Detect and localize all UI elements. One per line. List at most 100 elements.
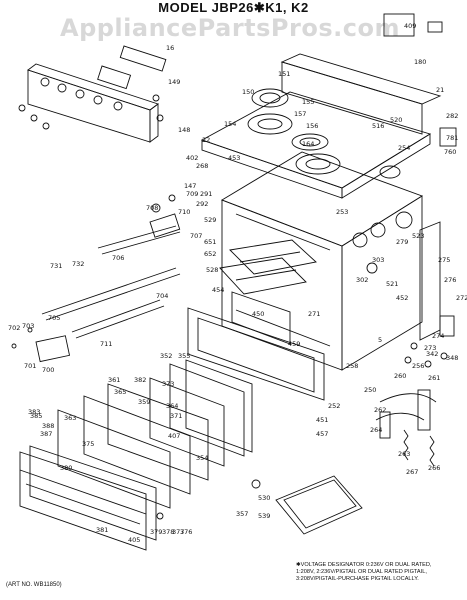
callout-label: 361 — [108, 376, 120, 384]
callout-label: 264 — [370, 426, 382, 434]
callout-label: 732 — [72, 260, 84, 268]
callout-label: 276 — [444, 276, 456, 284]
callout-label: 357 — [236, 510, 248, 518]
callout-label: 700 — [42, 366, 54, 374]
callout-label: 155 — [302, 98, 314, 106]
callout-label: 22 — [202, 136, 210, 144]
callout-label: 388 — [42, 422, 54, 430]
callout-label: 459 — [288, 340, 300, 348]
callout-label: 528 — [206, 266, 218, 274]
callout-label: 156 — [306, 122, 318, 130]
callout-label: 267 — [406, 468, 418, 476]
callout-label: 710 — [178, 208, 190, 216]
callout-label: 711 — [100, 340, 112, 348]
callout-label: 292 — [196, 200, 208, 208]
callout-label: 378 — [162, 528, 174, 536]
callout-label: 454 — [212, 286, 224, 294]
callout-label: 402 — [186, 154, 198, 162]
callout-label: 348 — [446, 354, 458, 362]
callout-label: 706 — [112, 254, 124, 262]
callout-label: 377 — [172, 528, 184, 536]
callout-label: 529 — [204, 216, 216, 224]
callout-label: 375 — [82, 440, 94, 448]
callout-label: 302 — [356, 276, 368, 284]
callout-label: 263 — [398, 450, 410, 458]
callout-label: 381 — [96, 526, 108, 534]
callout-label: 371 — [170, 412, 182, 420]
callout-label: 709 — [186, 190, 198, 198]
callout-label: 373 — [162, 380, 174, 388]
callout-label: 452 — [396, 294, 408, 302]
callout-label: 450 — [252, 310, 264, 318]
callout-label: 16 — [166, 44, 174, 52]
callout-label: 363 — [64, 414, 76, 422]
callout-label: 701 — [24, 362, 36, 370]
callout-label: 342 — [426, 350, 438, 358]
callout-label: 21 — [436, 86, 444, 94]
callout-label: 266 — [428, 464, 440, 472]
callout-label: 380 — [60, 464, 72, 472]
callout-label: 359 — [138, 398, 150, 406]
note-line: ✱VOLTAGE DESIGNATOR 0:236V OR DUAL RATED… — [296, 562, 432, 568]
drawer-assembly — [187, 307, 363, 535]
callout-label: 385 — [30, 412, 42, 420]
callout-label: 539 — [258, 512, 270, 520]
fasteners — [11, 327, 448, 520]
callout-label: 379 — [150, 528, 162, 536]
callout-label: 157 — [294, 110, 306, 118]
callout-label: 707 — [190, 232, 202, 240]
callout-labels: 4091802128278176015115015515715616415422… — [8, 22, 467, 544]
callout-label: 382 — [134, 376, 146, 384]
callout-label: 268 — [196, 162, 208, 170]
callout-label: 275 — [438, 256, 450, 264]
callout-label: 407 — [168, 432, 180, 440]
callout-label: 652 — [204, 250, 216, 258]
callout-label: 516 — [372, 122, 384, 130]
callout-label: 365 — [114, 388, 126, 396]
callout-label: 355 — [178, 352, 190, 360]
note-line: 1:208V, 2:236V/PIGTAIL OR DUAL RATED PIG… — [296, 569, 427, 575]
callout-label: 253 — [336, 208, 348, 216]
callout-label: 405 — [128, 536, 140, 544]
callout-label: 303 — [372, 256, 384, 264]
callout-label: 708 — [146, 204, 158, 212]
callout-label: 254 — [398, 144, 410, 152]
callout-label: 291 — [200, 190, 212, 198]
callout-label: 180 — [414, 58, 426, 66]
top-right-parts — [383, 13, 457, 147]
callout-label: 457 — [316, 430, 328, 438]
oven-racks — [219, 239, 317, 345]
callout-label: 261 — [428, 374, 440, 382]
watermark: AppliancePartsPros.com — [60, 14, 400, 42]
callout-label: 250 — [364, 386, 376, 394]
callout-label: 252 — [328, 402, 340, 410]
callout-label: 279 — [396, 238, 408, 246]
callout-label: 147 — [184, 182, 196, 190]
callout-label: 704 — [156, 292, 168, 300]
callout-label: 376 — [180, 528, 192, 536]
callout-label: 352 — [160, 352, 172, 360]
callout-label: 651 — [204, 238, 216, 246]
cooktop-assembly — [200, 53, 442, 199]
callout-label: 273 — [424, 344, 436, 352]
callout-label: 453 — [228, 154, 240, 162]
callout-label: 150 — [242, 88, 254, 96]
side-rails — [35, 194, 181, 363]
art-number: (ART NO. WB11850) — [6, 582, 62, 588]
callout-label: 282 — [446, 112, 458, 120]
callout-label: 274 — [432, 332, 444, 340]
diagram-title: MODEL JBP26✱K1, K2 — [158, 0, 309, 15]
callout-label: 258 — [346, 362, 358, 370]
callout-label: 703 — [22, 322, 34, 330]
note-line: 3:208V/PIGTAIL-PURCHASE PIGTAIL LOCALLY. — [296, 576, 419, 582]
voltage-note: ✱VOLTAGE DESIGNATOR 0:236V OR DUAL RATED… — [296, 562, 466, 583]
callout-label: 260 — [394, 372, 406, 380]
callout-label: 731 — [50, 262, 62, 270]
callout-label: 256 — [412, 362, 424, 370]
callout-label: 364 — [166, 402, 178, 410]
callout-label: 164 — [302, 140, 314, 148]
callout-label: 409 — [404, 22, 416, 30]
callout-label: 523 — [412, 232, 424, 240]
